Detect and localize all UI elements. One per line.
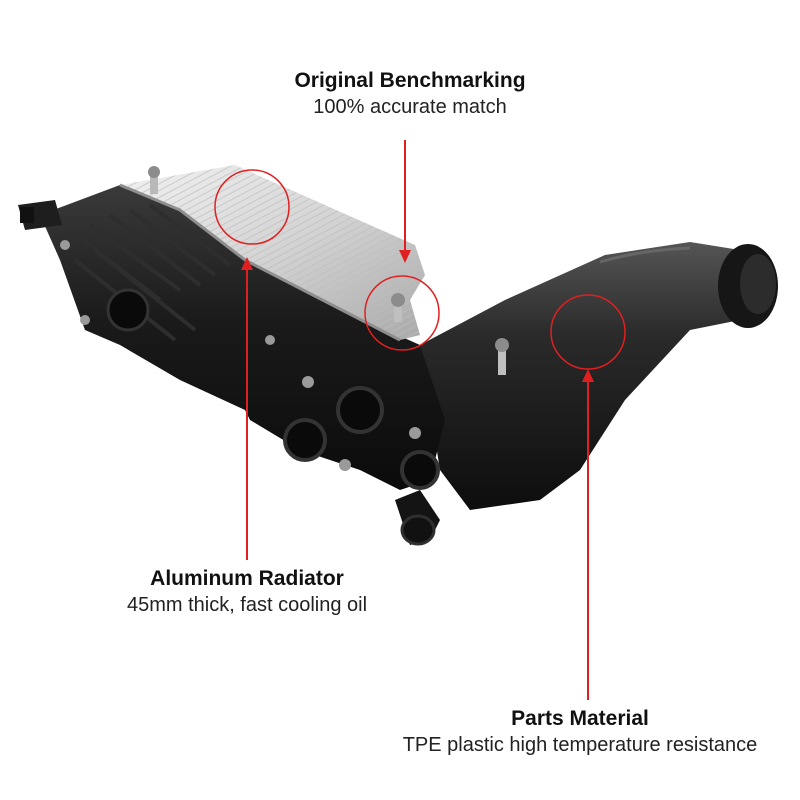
callout-title: Aluminum Radiator <box>150 567 344 590</box>
callout-description: 100% accurate match <box>313 96 507 118</box>
callout-aluminum-radiator: Aluminum Radiator 45mm thick, fast cooli… <box>127 566 367 618</box>
callout-description: TPE plastic high temperature resistance <box>402 734 758 756</box>
highlight-circle-bolt <box>364 275 440 351</box>
filter-canister <box>420 242 778 510</box>
callout-title: Parts Material <box>511 707 649 730</box>
highlight-circle-radiator <box>214 169 290 245</box>
housing-body <box>18 185 445 546</box>
callout-title: Original Benchmarking <box>294 69 526 92</box>
leader-arrow-radiator <box>241 257 253 560</box>
aluminum-radiator <box>119 165 509 375</box>
leader-arrow-material <box>582 369 594 700</box>
callout-description: 45mm thick, fast cooling oil <box>126 594 368 616</box>
leader-arrow-benchmark <box>399 140 411 263</box>
callout-parts-material: Parts Material TPE plastic high temperat… <box>403 706 758 758</box>
callout-original-benchmarking: Original Benchmarking 100% accurate matc… <box>294 68 525 120</box>
